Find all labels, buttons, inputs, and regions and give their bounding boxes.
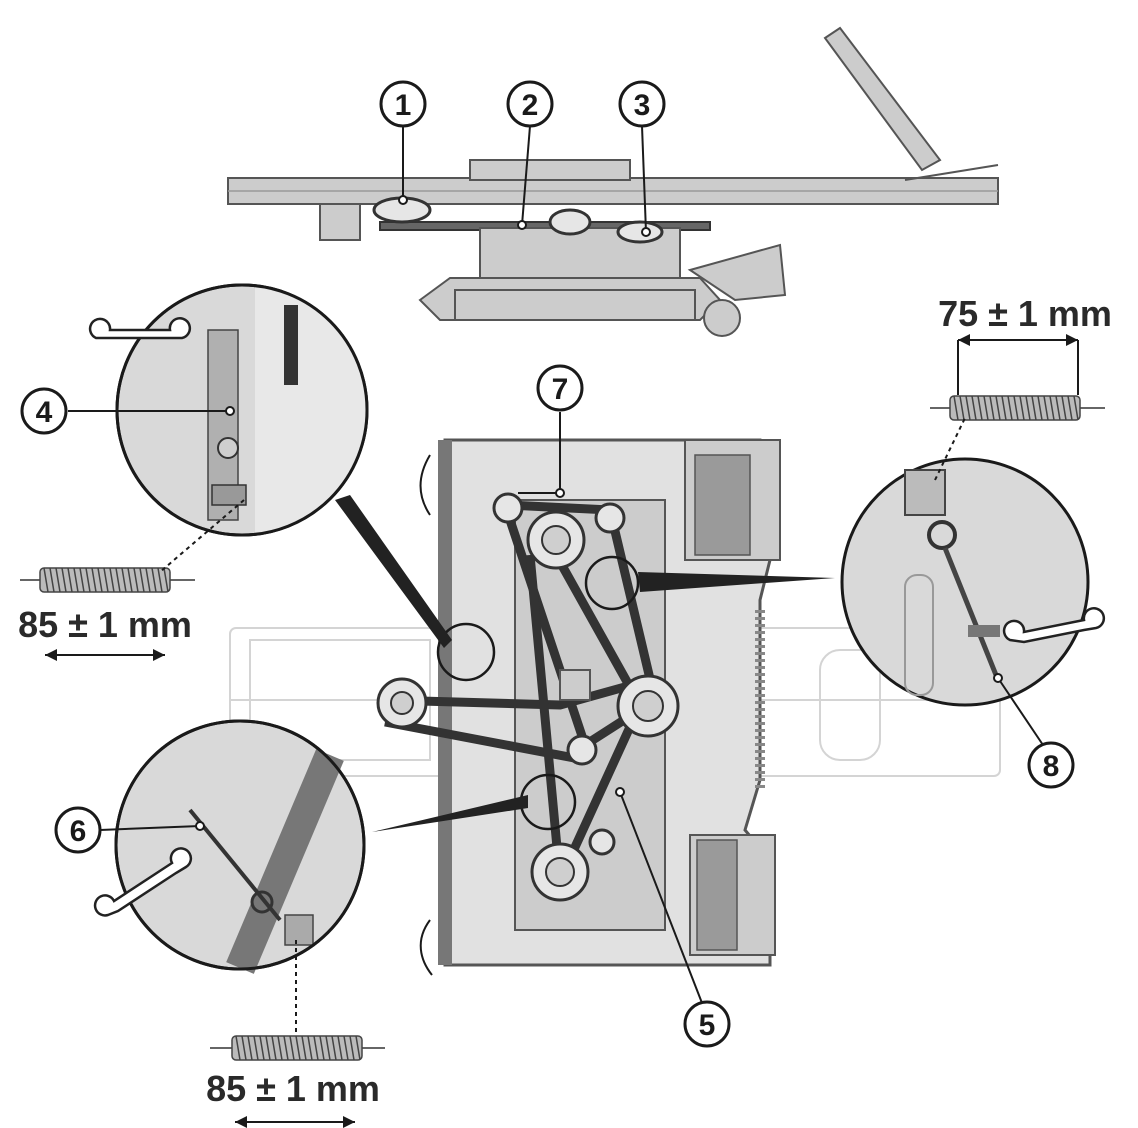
dimension-label-left: 85 ± 1 mm <box>18 604 192 645</box>
zoom-detail-6 <box>114 719 366 974</box>
pulleys <box>376 492 680 902</box>
callout-8: 8 <box>1027 741 1075 789</box>
callout-3: 3 <box>618 80 666 128</box>
spring-right <box>930 395 1105 421</box>
svg-text:3: 3 <box>634 89 651 122</box>
zoom-detail-4 <box>115 283 369 537</box>
side-view-assembly <box>227 26 999 337</box>
svg-text:6: 6 <box>70 815 87 848</box>
wrench-icon <box>88 317 192 340</box>
zoom-connectors <box>335 495 835 832</box>
svg-text:5: 5 <box>699 1009 716 1042</box>
dimension-label-bottom: 85 ± 1 mm <box>206 1068 380 1109</box>
callout-1: 1 <box>379 80 427 128</box>
callout-6: 6 <box>54 806 102 854</box>
callout-5: 5 <box>683 1000 731 1048</box>
svg-text:1: 1 <box>395 89 412 122</box>
dimension-label-right: 75 ± 1 mm <box>938 293 1112 334</box>
callout-2: 2 <box>506 80 554 128</box>
zoom-detail-8 <box>840 457 1090 707</box>
spring-left <box>20 567 195 593</box>
spring-bottom <box>210 1035 385 1061</box>
callout-7: 7 <box>536 364 584 412</box>
callout-4: 4 <box>20 387 68 435</box>
wrench-icon <box>93 847 193 917</box>
svg-text:8: 8 <box>1043 750 1060 783</box>
svg-text:4: 4 <box>36 396 53 429</box>
dimension-lines <box>45 334 1079 1128</box>
svg-text:2: 2 <box>522 89 539 122</box>
wrench-icon <box>1002 607 1106 644</box>
svg-text:7: 7 <box>552 373 569 406</box>
